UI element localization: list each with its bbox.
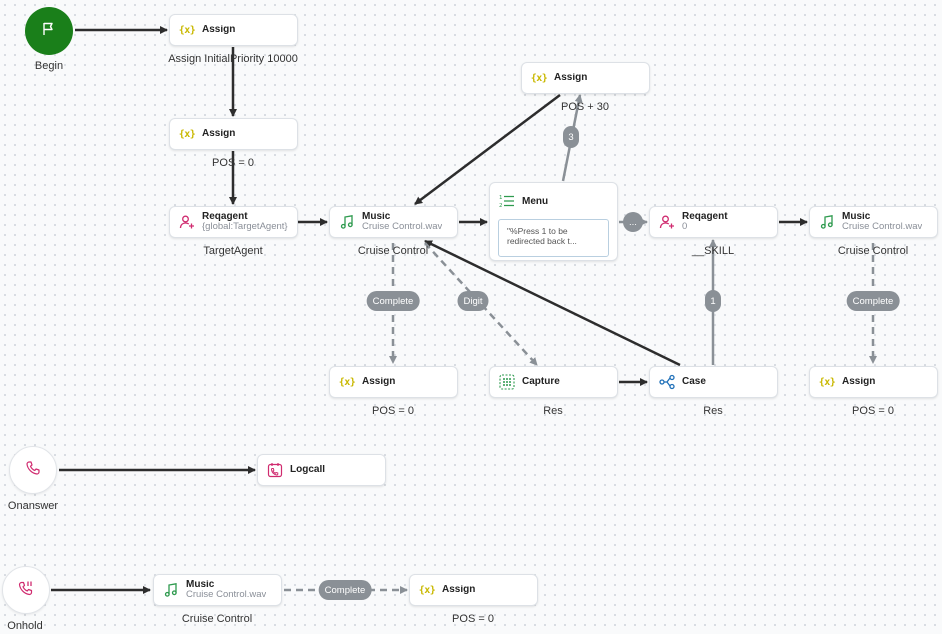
onanswer-node[interactable] [9, 446, 57, 494]
node-subtitle: 0 [682, 221, 688, 232]
edge-label-more[interactable]: ... [623, 212, 643, 232]
node-caption: Cruise Control [837, 245, 909, 257]
branch-icon [658, 373, 676, 391]
edge-label-complete[interactable]: Complete [318, 580, 372, 600]
node-caption: Res [543, 405, 563, 417]
keypad-icon [498, 373, 516, 391]
menu-prompt-preview[interactable]: "%Press 1 to be redirected back t... [498, 219, 609, 257]
node-title: Assign [202, 129, 236, 139]
svg-text:1: 1 [499, 195, 503, 201]
node-title: Case [682, 377, 706, 387]
node-caption: POS = 0 [452, 613, 494, 625]
logcall-node[interactable]: Logcall [257, 454, 386, 486]
node-caption: Res [703, 405, 723, 417]
svg-text:2: 2 [499, 203, 503, 209]
node-title: Assign [842, 377, 876, 387]
reqagent-node-skill[interactable]: Reqagent 0 [649, 206, 778, 238]
node-caption: TargetAgent [203, 245, 263, 257]
case-node[interactable]: Case [649, 366, 778, 398]
node-title: Assign [442, 585, 476, 595]
node-title: Reqagent [202, 212, 248, 222]
music-node-right[interactable]: Music Cruise Control.wav [809, 206, 938, 238]
edge-assign30-music [414, 94, 561, 205]
onhold-node[interactable] [2, 566, 50, 614]
music-icon [818, 213, 836, 231]
variable-icon: {x} [818, 376, 836, 388]
variable-icon: {x} [178, 128, 196, 140]
music-icon [162, 581, 180, 599]
edge-label-complete[interactable]: Complete [846, 291, 900, 311]
edge-label-complete[interactable]: Complete [366, 291, 420, 311]
node-subtitle: Cruise Control.wav [362, 221, 443, 232]
variable-icon: {x} [178, 24, 196, 36]
onanswer-label: Onanswer [7, 500, 59, 512]
music-node-main[interactable]: Music Cruise Control.wav [329, 206, 458, 238]
node-caption: POS + 30 [560, 101, 610, 113]
node-title: Assign [554, 73, 588, 83]
node-title: Assign [362, 377, 396, 387]
node-title: Music [842, 212, 871, 222]
log-icon [266, 461, 284, 479]
node-caption: Assign InitialPriority 10000 [168, 53, 298, 65]
node-subtitle: Cruise Control.wav [186, 589, 267, 600]
variable-icon: {x} [418, 584, 436, 596]
flag-icon [41, 21, 57, 42]
node-subtitle: {global:TargetAgent} [202, 221, 288, 232]
music-node-hold[interactable]: Music Cruise Control.wav [153, 574, 282, 606]
assign-node-pos-reset-right[interactable]: {x} Assign [809, 366, 938, 398]
begin-node[interactable] [25, 7, 73, 55]
node-caption: POS = 0 [212, 157, 254, 169]
capture-node[interactable]: Capture [489, 366, 618, 398]
node-title: Reqagent [682, 212, 728, 222]
onhold-label: Onhold [7, 620, 43, 632]
add-person-icon [178, 213, 196, 231]
node-caption: POS = 0 [852, 405, 894, 417]
assign-node-initial-priority[interactable]: {x} Assign [169, 14, 298, 46]
phone-icon [25, 460, 41, 481]
reqagent-node-target[interactable]: Reqagent {global:TargetAgent} [169, 206, 298, 238]
add-person-icon [658, 213, 676, 231]
edge-music-capture-digit [424, 242, 538, 366]
assign-node-pos-reset[interactable]: {x} Assign [169, 118, 298, 150]
music-icon [338, 213, 356, 231]
assign-node-pos-reset-mid[interactable]: {x} Assign [329, 366, 458, 398]
node-title: Logcall [290, 465, 326, 475]
node-subtitle: Cruise Control.wav [842, 221, 923, 232]
edge-label-digit[interactable]: Digit [457, 291, 489, 311]
edge-case-music [424, 239, 681, 367]
variable-icon: {x} [530, 72, 548, 84]
assign-node-pos-reset-hold[interactable]: {x} Assign [409, 574, 538, 606]
node-caption: __SKILL [691, 245, 735, 257]
node-caption: Cruise Control [357, 245, 429, 257]
edge-label-option-1[interactable]: 1 [705, 290, 721, 312]
node-title: Capture [522, 377, 560, 387]
node-title: Menu [522, 195, 549, 207]
node-title: Music [186, 580, 215, 590]
node-caption: Cruise Control [181, 613, 253, 625]
edge-label-option-3[interactable]: 3 [563, 126, 579, 148]
node-title: Music [362, 212, 391, 222]
assign-node-pos-add[interactable]: {x} Assign [521, 62, 650, 94]
phone-hold-icon [18, 580, 34, 601]
node-caption: POS = 0 [372, 405, 414, 417]
begin-label: Begin [34, 60, 64, 72]
node-title: Assign [202, 25, 236, 35]
variable-icon: {x} [338, 376, 356, 388]
